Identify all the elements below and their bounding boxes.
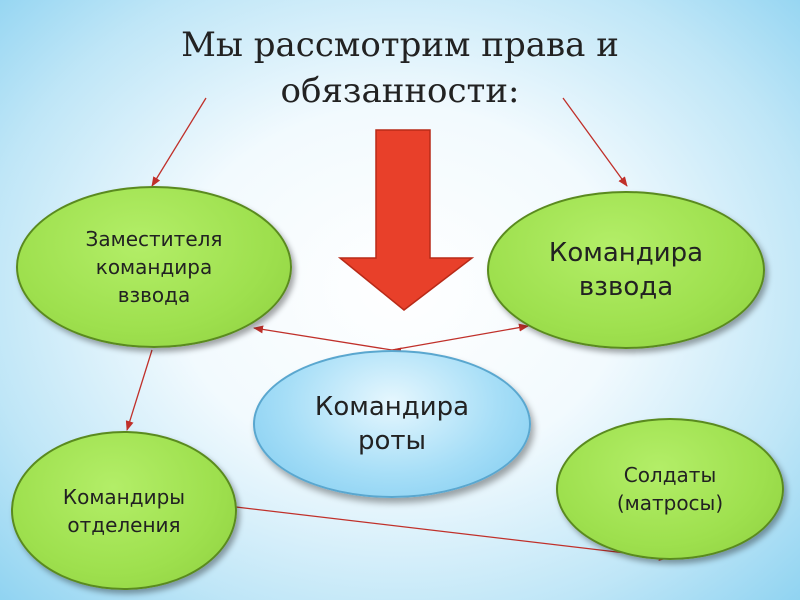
node-deputy-platoon-commander: Заместителя командира взвода	[16, 186, 292, 348]
node-platoon-label: Командира взвода	[548, 238, 704, 302]
slide-title: Мы рассмотрим права и обязанности:	[181, 25, 619, 111]
arrow-company-to-deputy	[253, 325, 402, 356]
arrow-deputy-to-squad	[125, 349, 153, 431]
arrow-company-to-platoon	[391, 323, 529, 351]
node-platoon-commander: Командира взвода	[487, 191, 765, 349]
node-company-label: Командира роты	[314, 392, 470, 456]
big-down-arrow	[337, 129, 475, 311]
node-soldiers: Солдаты (матросы)	[556, 418, 784, 560]
node-squad-label: Командиры отделения	[62, 484, 186, 537]
arrow-squad-to-soldiers	[235, 506, 669, 561]
arrow-title-to-deputy	[151, 97, 207, 187]
node-company-commander: Командира роты	[253, 350, 531, 498]
node-deputy-label: Заместителя командира взвода	[85, 227, 223, 307]
node-squad-commanders: Командиры отделения	[11, 431, 237, 590]
arrow-title-to-platoon	[562, 97, 628, 187]
node-soldiers-label: Солдаты (матросы)	[616, 463, 724, 515]
